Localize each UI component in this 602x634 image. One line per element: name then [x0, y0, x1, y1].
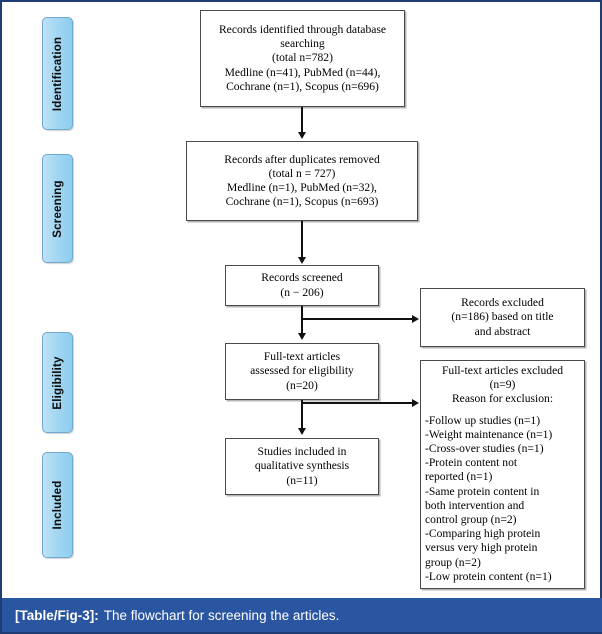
records-identified-line-4: Medline (n=41), PubMed (n=44),	[224, 65, 381, 79]
connector-eligibility-to-fulltext-excluded	[301, 402, 413, 404]
records-excluded-line-1: Records excluded	[461, 296, 544, 310]
fulltext-excluded-header-3: Reason for exclusion:	[451, 392, 554, 406]
records-after-duplicates-line-2: (total n = 727)	[268, 166, 336, 180]
stage-label-identification: Identification	[51, 36, 64, 111]
fulltext-excluded-header-1: Full-text articles excluded	[441, 364, 564, 377]
fulltext-excluded-reason-10: versus very high protein	[425, 541, 538, 555]
arrowhead-identified-to-duplicates	[297, 132, 306, 139]
fulltext-excluded-header-2: (n=9)	[489, 378, 516, 392]
connector-eligibility-to-included	[301, 400, 303, 431]
fulltext-assessed-box: Full-text articles assessed for eligibil…	[225, 343, 379, 400]
stage-bar-screening: Screening	[42, 154, 73, 263]
fulltext-excluded-reason-12: -Low protein content (n=1)	[425, 569, 552, 583]
records-identified-line-3: (total n=782)	[272, 51, 333, 65]
fulltext-excluded-reason-6: -Same protein content in	[425, 484, 540, 498]
arrowhead-eligibility-to-fulltext-excluded	[412, 398, 419, 407]
figure-caption-text: The flowchart for screening the articles…	[103, 607, 340, 623]
records-identified-box: Records identified through database sear…	[200, 10, 405, 107]
records-excluded-line-3: and abstract	[474, 324, 531, 338]
stage-bar-identification: Identification	[42, 17, 73, 130]
studies-included-line-1: Studies included in	[257, 445, 347, 459]
fulltext-excluded-reason-9: -Comparing high protein	[425, 527, 541, 541]
stage-label-eligibility: Eligibility	[51, 355, 64, 410]
fulltext-excluded-reason-5: reported (n=1)	[425, 470, 493, 484]
figure-caption-bar: [Table/Fig-3]: The flowchart for screeni…	[2, 598, 602, 632]
fulltext-excluded-reason-11: group (n=2)	[425, 555, 481, 569]
records-after-duplicates-line-1: Records after duplicates removed	[224, 152, 380, 166]
arrowhead-screened-to-eligibility	[297, 333, 306, 340]
fulltext-assessed-line-3: (n=20)	[286, 378, 318, 392]
fulltext-excluded-reason-1: -Follow up studies (n=1)	[425, 413, 541, 427]
studies-included-box: Studies included in qualitative synthesi…	[225, 438, 379, 495]
studies-included-line-2: qualitative synthesis	[254, 459, 350, 473]
arrowhead-duplicates-to-screened	[297, 257, 306, 264]
records-after-duplicates-box: Records after duplicates removed (total …	[186, 141, 418, 221]
records-identified-line-2: searching	[280, 37, 325, 51]
connector-screened-to-eligibility	[301, 306, 303, 336]
records-screened-line-1: Records screened	[261, 271, 343, 285]
stage-label-screening: Screening	[51, 179, 64, 238]
fulltext-excluded-spacer	[425, 407, 580, 414]
connector-identified-to-duplicates	[301, 107, 303, 134]
stage-label-included: Included	[51, 480, 64, 530]
records-identified-line-1: Records identified through database	[218, 22, 387, 36]
records-identified-line-5: Cochrane (n=1), Scopus (n=696)	[226, 79, 379, 93]
fulltext-excluded-box: Full-text articles excluded (n=9) Reason…	[420, 360, 585, 589]
fulltext-excluded-reason-7: both intervention and	[425, 498, 525, 512]
figure-caption-tag: [Table/Fig-3]:	[15, 607, 99, 623]
studies-included-line-3: (n=11)	[286, 473, 318, 487]
fulltext-assessed-line-2: assessed for eligibility	[250, 364, 354, 378]
connector-screened-to-excluded	[301, 318, 413, 320]
fulltext-excluded-reason-4: -Protein content not	[425, 456, 518, 470]
fulltext-assessed-line-1: Full-text articles	[263, 350, 341, 364]
records-after-duplicates-line-4: Cochrane (n=1), Scopus (n=693)	[225, 195, 379, 209]
connector-duplicates-to-screened	[301, 221, 303, 259]
stage-bar-included: Included	[42, 452, 73, 558]
fulltext-excluded-reason-3: -Cross-over studies (n=1)	[425, 442, 544, 456]
arrowhead-screened-to-excluded	[412, 314, 419, 323]
records-after-duplicates-line-3: Medline (n=1), PubMed (n=32),	[227, 181, 377, 194]
records-screened-line-2: (n − 206)	[280, 285, 324, 299]
fulltext-excluded-reason-2: -Weight maintenance (n=1)	[425, 427, 553, 441]
records-excluded-line-2: (n=186) based on title	[451, 310, 554, 324]
arrowhead-eligibility-to-included	[297, 428, 306, 435]
fulltext-excluded-reason-8: control group (n=2)	[425, 513, 517, 527]
records-screened-box: Records screened (n − 206)	[225, 265, 379, 306]
stage-bar-eligibility: Eligibility	[42, 332, 73, 433]
records-excluded-box: Records excluded (n=186) based on title …	[420, 288, 585, 347]
